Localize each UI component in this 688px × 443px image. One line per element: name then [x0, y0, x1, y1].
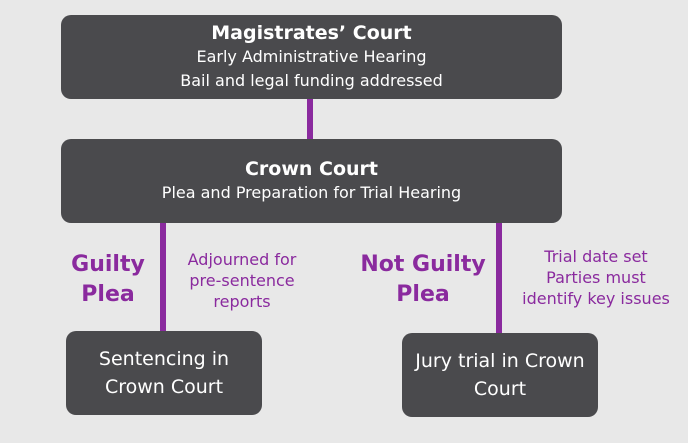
connector-crown-to-guilty: [160, 222, 166, 332]
guilty-plea-note-line-2: pre-sentence: [189, 271, 295, 290]
sentencing-line-1: Sentencing in: [98, 348, 230, 370]
jury-trial-box: Jury trial in Crown Court: [402, 333, 598, 417]
magistrates-court-line-1: Early Administrative Hearing: [196, 47, 427, 66]
magistrates-court-box: Magistrates’ Court Early Administrative …: [61, 15, 562, 99]
crown-court-title: Crown Court: [244, 158, 379, 180]
jury-trial-line-2: Court: [473, 378, 527, 400]
guilty-plea-label: Guilty Plea: [62, 250, 154, 310]
connector-crown-to-not-guilty: [496, 222, 502, 334]
not-guilty-plea-label-line-2: Plea: [396, 282, 450, 307]
magistrates-court-title: Magistrates’ Court: [211, 22, 412, 44]
not-guilty-plea-note-line-3: identify key issues: [522, 289, 670, 308]
guilty-plea-label-line-1: Guilty: [71, 252, 145, 277]
sentencing-box: Sentencing in Crown Court: [66, 331, 262, 415]
magistrates-court-line-2: Bail and legal funding addressed: [180, 71, 443, 90]
jury-trial-line-1: Jury trial in Crown: [415, 350, 585, 372]
sentencing-line-2: Crown Court: [104, 376, 224, 398]
not-guilty-plea-label: Not Guilty Plea: [352, 250, 494, 310]
guilty-plea-note-line-3: reports: [213, 292, 271, 311]
not-guilty-plea-label-line-1: Not Guilty: [360, 252, 486, 277]
crown-court-line-1: Plea and Preparation for Trial Hearing: [161, 183, 462, 202]
guilty-plea-note: Adjourned for pre-sentence reports: [172, 249, 312, 312]
guilty-plea-label-line-2: Plea: [81, 282, 135, 307]
not-guilty-plea-note: Trial date set Parties must identify key…: [508, 246, 684, 309]
guilty-plea-note-line-1: Adjourned for: [187, 250, 297, 269]
not-guilty-plea-note-line-1: Trial date set: [544, 247, 648, 266]
crown-court-box: Crown Court Plea and Preparation for Tri…: [61, 139, 562, 223]
not-guilty-plea-note-line-2: Parties must: [546, 268, 646, 287]
connector-magistrates-to-crown: [307, 98, 313, 140]
